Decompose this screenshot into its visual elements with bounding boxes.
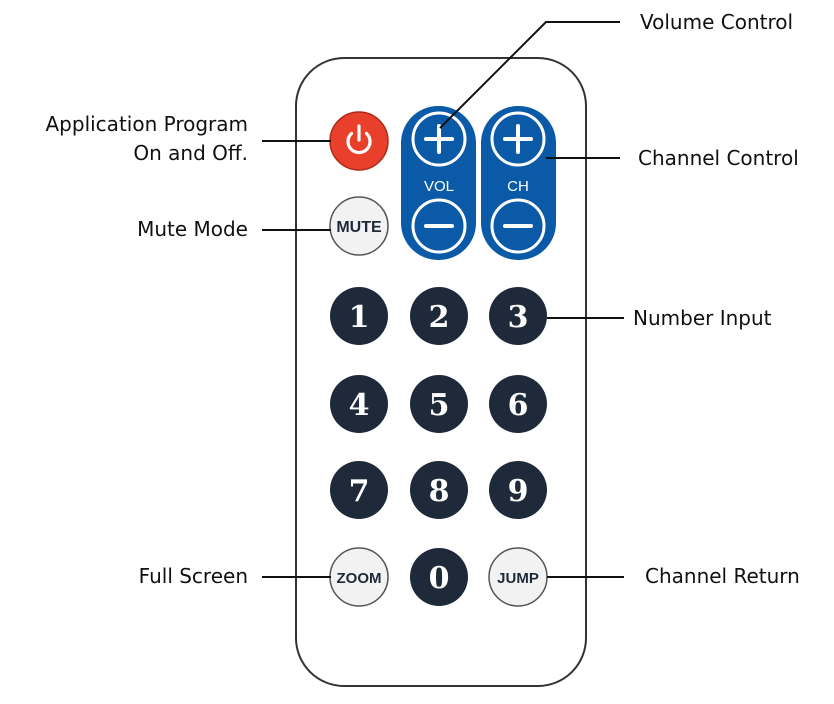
key-5[interactable]: 5 bbox=[410, 375, 468, 433]
key-8-label: 8 bbox=[429, 474, 450, 509]
key-2[interactable]: 2 bbox=[410, 287, 468, 345]
key-3-label: 3 bbox=[508, 300, 529, 335]
jump-button[interactable]: JUMP bbox=[488, 547, 548, 607]
label-channel-control: Channel Control bbox=[638, 146, 799, 170]
volume-down-button[interactable] bbox=[411, 198, 467, 254]
plus-icon bbox=[503, 124, 533, 154]
plus-icon bbox=[424, 124, 454, 154]
label-full-screen: Full Screen bbox=[139, 564, 248, 588]
key-1-label: 1 bbox=[349, 300, 370, 335]
label-channel-return: Channel Return bbox=[645, 564, 800, 588]
label-mute-mode: Mute Mode bbox=[137, 217, 248, 241]
label-power-line2: On and Off. bbox=[133, 141, 248, 165]
label-power-line1: Application Program bbox=[46, 112, 249, 136]
mute-key-label: MUTE bbox=[336, 219, 382, 236]
key-4[interactable]: 4 bbox=[330, 375, 388, 433]
ch-label: CH bbox=[507, 178, 529, 195]
power-button[interactable] bbox=[329, 111, 389, 171]
key-6[interactable]: 6 bbox=[489, 375, 547, 433]
volume-rocker: VOL bbox=[401, 106, 476, 260]
label-volume-control: Volume Control bbox=[640, 10, 793, 34]
jump-key-label: JUMP bbox=[497, 570, 539, 587]
key-7[interactable]: 7 bbox=[330, 461, 388, 519]
power-icon bbox=[346, 124, 372, 155]
key-5-label: 5 bbox=[429, 388, 450, 423]
label-number-input: Number Input bbox=[633, 306, 772, 330]
key-9[interactable]: 9 bbox=[489, 461, 547, 519]
key-1[interactable]: 1 bbox=[330, 287, 388, 345]
zoom-button[interactable]: ZOOM bbox=[329, 547, 389, 607]
key-0-label: 0 bbox=[429, 561, 450, 596]
zoom-key-label: ZOOM bbox=[337, 570, 382, 587]
channel-up-button[interactable] bbox=[490, 111, 546, 167]
key-4-label: 4 bbox=[349, 388, 370, 423]
channel-rocker: CH bbox=[481, 106, 556, 260]
key-8[interactable]: 8 bbox=[410, 461, 468, 519]
key-9-label: 9 bbox=[508, 474, 529, 509]
key-3[interactable]: 3 bbox=[489, 287, 547, 345]
volume-leader-line bbox=[439, 21, 620, 129]
key-0[interactable]: 0 bbox=[410, 548, 468, 606]
vol-label: VOL bbox=[424, 178, 454, 195]
key-2-label: 2 bbox=[429, 300, 450, 335]
mute-button[interactable]: MUTE bbox=[329, 196, 389, 256]
key-6-label: 6 bbox=[508, 388, 529, 423]
key-7-label: 7 bbox=[349, 474, 370, 509]
channel-down-button[interactable] bbox=[490, 198, 546, 254]
volume-up-button[interactable] bbox=[411, 111, 467, 167]
